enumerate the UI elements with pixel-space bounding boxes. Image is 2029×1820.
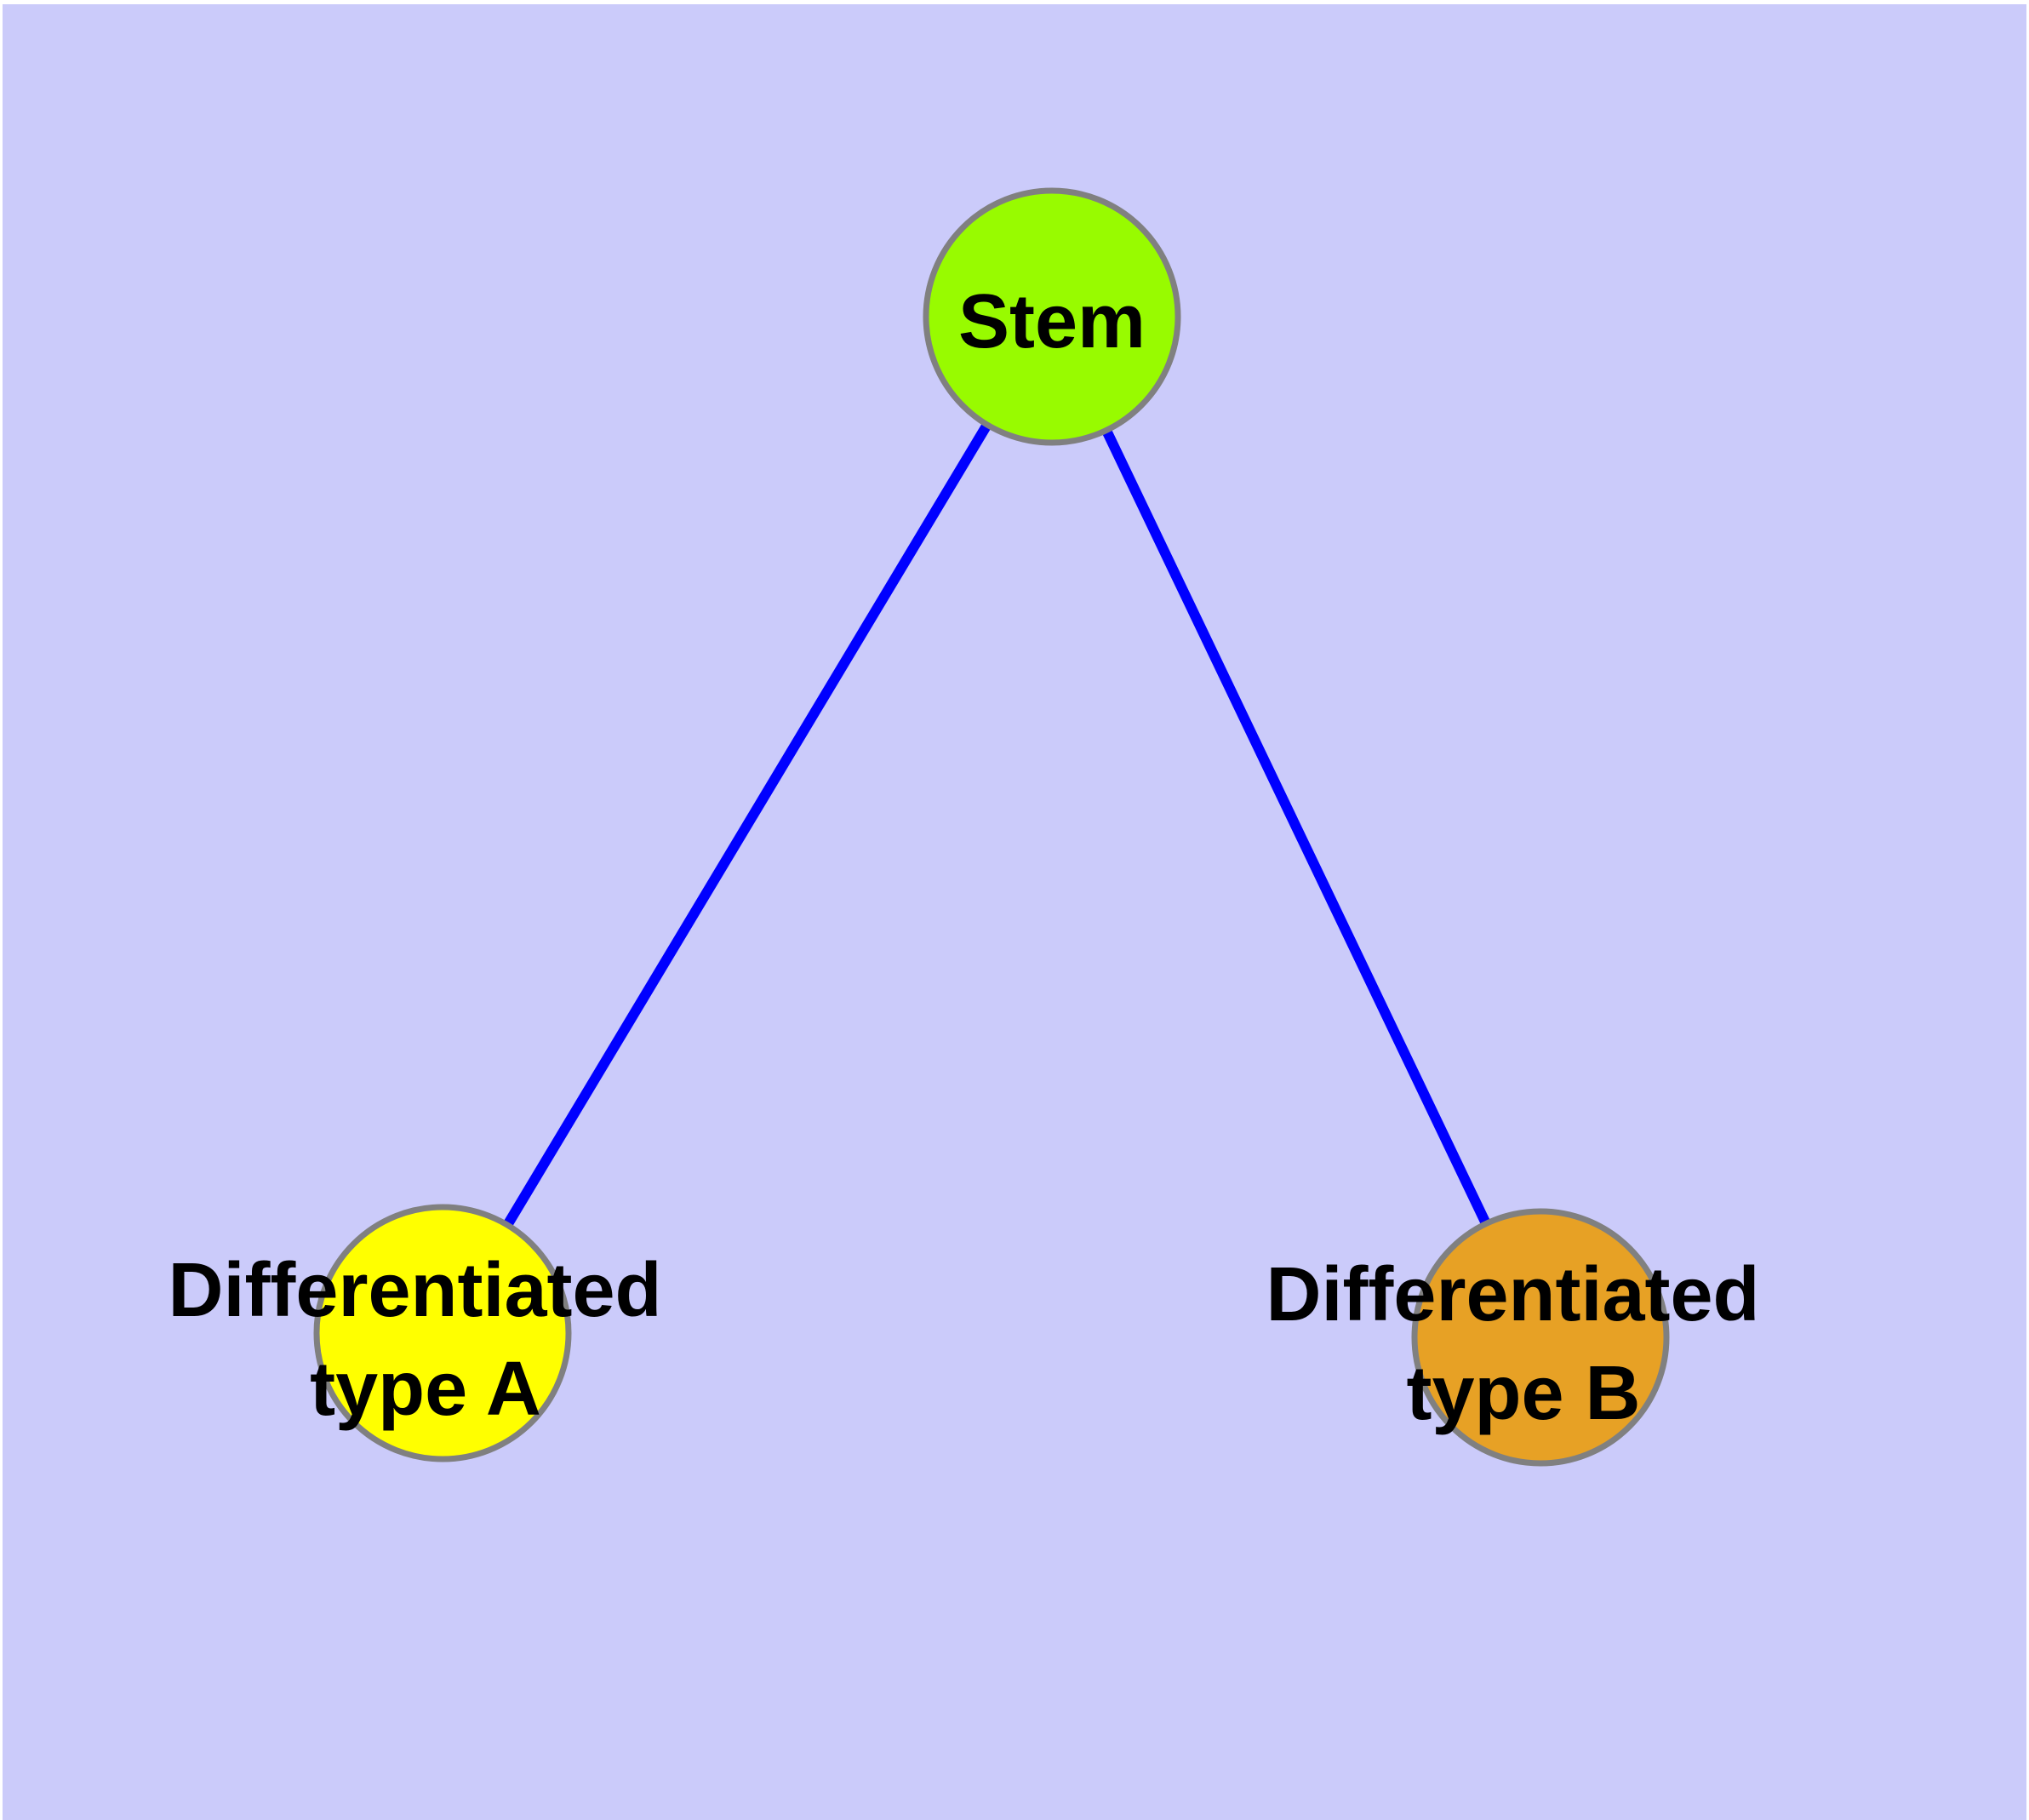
node-stem-label: Stem: [958, 279, 1146, 364]
node-stem-circle: [923, 187, 1181, 446]
node-type-a-label: Differentiated type A: [168, 1248, 683, 1432]
node-type-a-circle: [313, 1204, 572, 1462]
node-type-a-label-line1: Differentiated: [168, 1248, 661, 1333]
edge-stem-to-type-b: [1047, 314, 1546, 1340]
node-type-b-label: Differentiated type B: [1266, 1252, 1780, 1436]
node-type-b-label-line2: type B: [1406, 1351, 1640, 1436]
node-type-a-label-line2: type A: [310, 1347, 541, 1432]
node-type-b-circle: [1411, 1208, 1670, 1467]
node-type-b-label-line1: Differentiated: [1266, 1252, 1759, 1337]
edge-stem-to-type-a: [437, 313, 1057, 1336]
